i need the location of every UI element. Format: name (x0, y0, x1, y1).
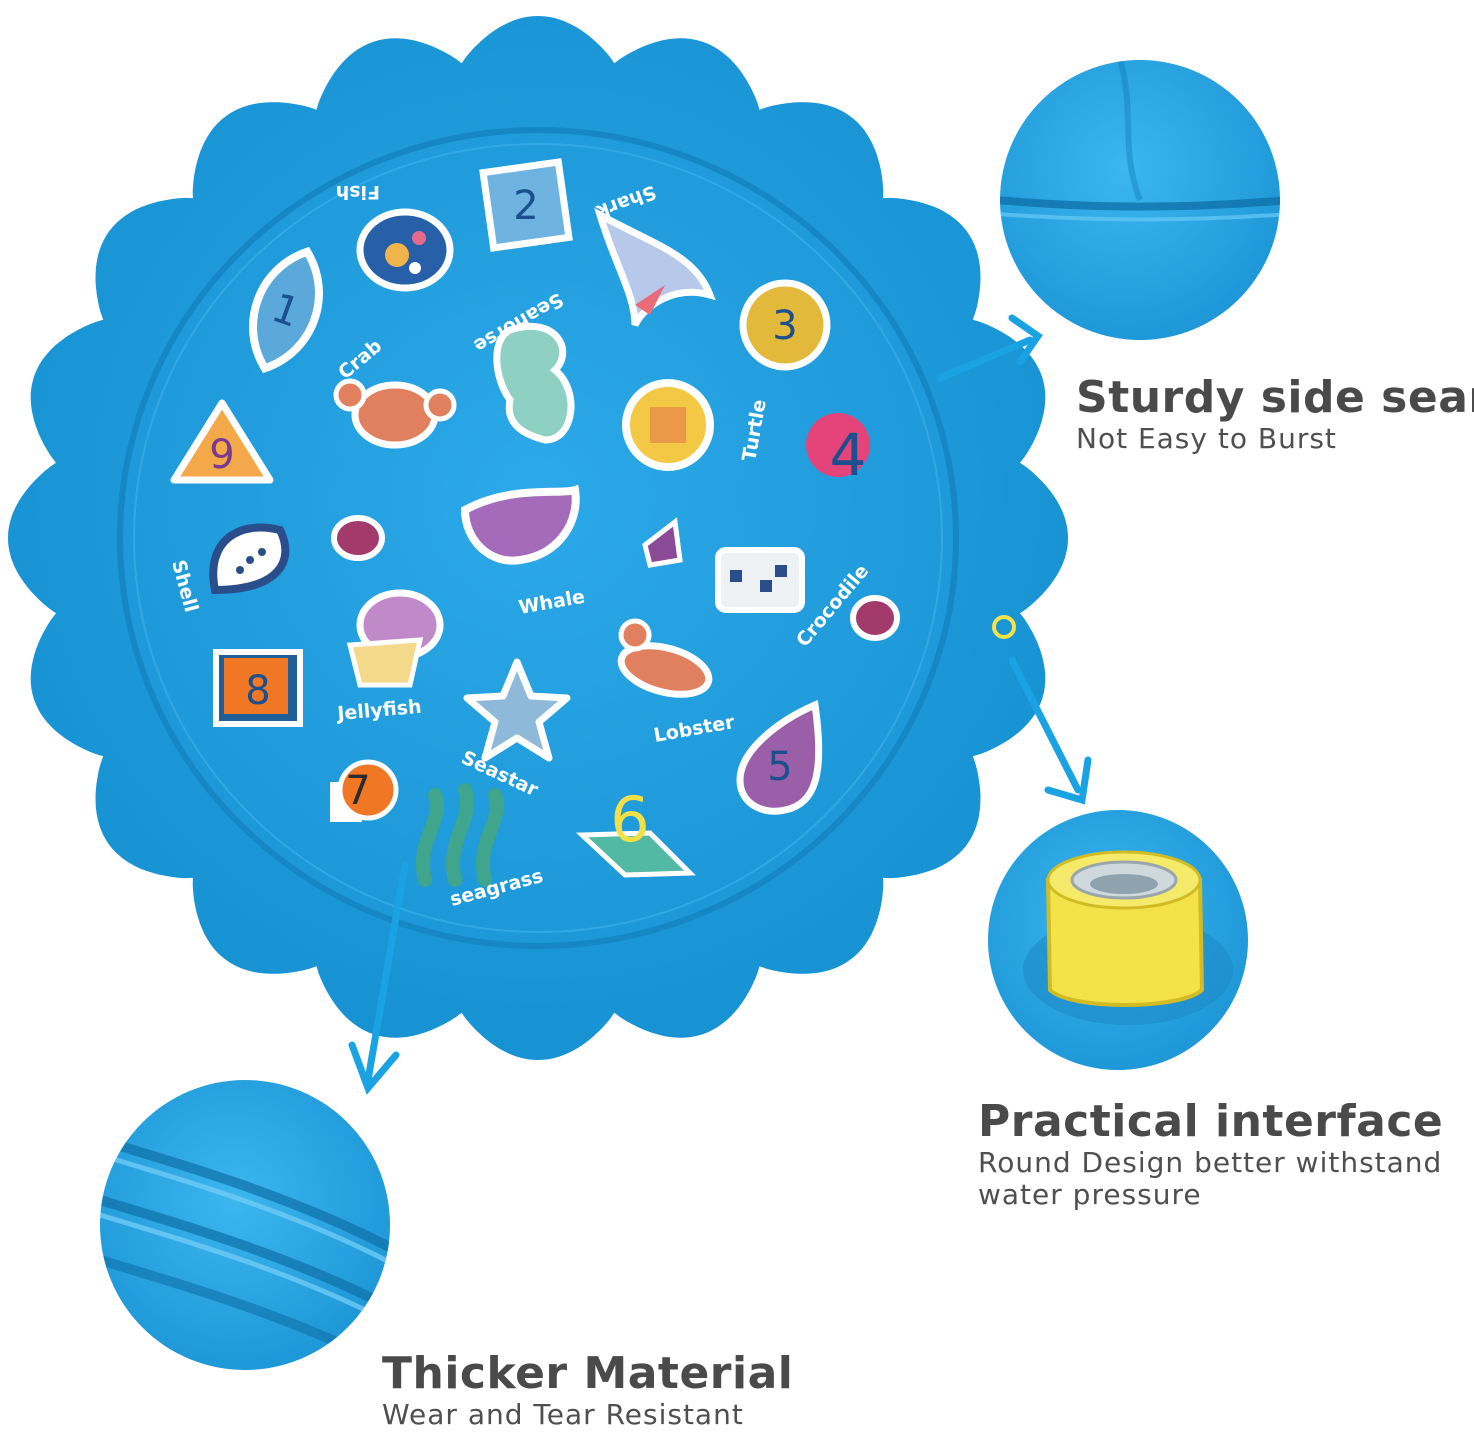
number-5-sticker: 5 (736, 699, 823, 815)
material-closeup (100, 1080, 390, 1370)
feature-title: Thicker Material (382, 1348, 794, 1399)
number-1-sticker: 1 (249, 246, 323, 374)
feature-subtitle: Not Easy to Burst (1076, 422, 1337, 455)
whale-sticker (460, 484, 580, 565)
turtle-sticker (622, 379, 714, 471)
svg-text:5: 5 (767, 744, 792, 790)
feature-material: Thicker Material Wear and Tear Resistant (382, 1348, 793, 1431)
seagrass-sticker (416, 783, 504, 887)
svg-text:4: 4 (830, 421, 867, 489)
feature-side-seam: Sturdy side seam Not Easy to Burst (1076, 372, 1474, 455)
svg-text:7: 7 (345, 768, 370, 814)
svg-text:3: 3 (772, 303, 797, 349)
number-3-sticker: 3 (739, 279, 831, 371)
shark-sticker (594, 207, 716, 327)
small-sticker-2 (642, 517, 683, 568)
svg-text:8: 8 (245, 668, 270, 714)
interface-closeup (988, 810, 1248, 1070)
feature-subtitle: water pressure (978, 1178, 1202, 1211)
arrow-to-interface (1008, 656, 1082, 794)
callout-arrows (348, 314, 1092, 1095)
crab-sticker (333, 378, 457, 449)
feature-subtitle: Round Design better withstand (978, 1146, 1443, 1179)
arrow-to-seam (936, 336, 1034, 382)
number-4-sticker: 4 (806, 413, 870, 489)
feature-subtitle: Wear and Tear Resistant (382, 1398, 744, 1431)
shell-sticker (209, 523, 290, 595)
label-fish: Fish (336, 181, 380, 203)
small-sticker-1 (331, 515, 385, 561)
nozzle-cap (1045, 878, 1205, 1007)
feature-title: Sturdy side seam (1076, 372, 1474, 423)
seastar-sticker (463, 658, 571, 762)
number-9-sticker: 9 (170, 399, 274, 484)
number-8-sticker: 8 (213, 649, 303, 727)
fish-sticker (356, 208, 454, 292)
seam-closeup (1000, 60, 1280, 340)
small-sticker-3 (850, 595, 900, 641)
feature-title: Practical interface (978, 1096, 1444, 1147)
jellyfish-sticker (346, 589, 444, 688)
svg-text:9: 9 (209, 432, 234, 478)
mat-stickers: 1 2 3 4 5 6 7 (167, 158, 900, 911)
number-7-sticker: 7 (330, 759, 399, 822)
arrow-to-material (364, 861, 409, 1084)
lobster-sticker (617, 618, 713, 698)
crocodile-sticker (715, 547, 805, 613)
svg-text:2: 2 (513, 183, 538, 229)
number-2-sticker: 2 (479, 158, 573, 252)
svg-text:6: 6 (610, 783, 649, 856)
seahorse-sticker (493, 322, 575, 444)
nozzle-marker (992, 615, 1016, 639)
number-6-sticker: 6 (575, 783, 696, 878)
feature-interface: Practical interface Round Design better … (978, 1096, 1443, 1211)
